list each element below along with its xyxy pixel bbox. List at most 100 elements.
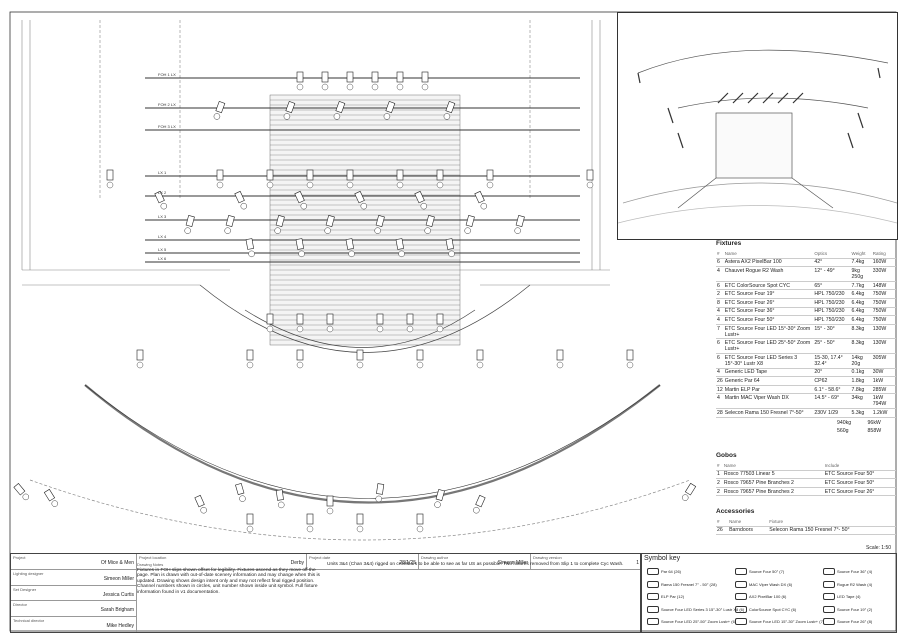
- fixture-cell: 305W: [871, 353, 896, 369]
- fixture-cell: 8: [716, 298, 724, 308]
- lighting-fixture: [266, 169, 274, 189]
- title-block: Project Of Mice & Men Project location D…: [10, 553, 642, 633]
- lighting-fixture: [224, 215, 235, 234]
- lighting-fixture: [416, 513, 424, 533]
- fixture-cell: 9kg 250g: [850, 266, 872, 282]
- gobo-cell: ETC Source Four 26°: [823, 487, 896, 497]
- symbol-key-item: Source Four 26° (8): [823, 618, 872, 625]
- lighting-fixture: [294, 190, 308, 210]
- date-cell: Project date 28/1/25: [307, 554, 419, 570]
- fixture-symbol-icon: [647, 593, 659, 600]
- symbol-key-item: ColorSource Spot CYC (6): [735, 605, 797, 613]
- lighting-fixture: [321, 71, 329, 91]
- gobo-cell: Rosco 79657 Pine Branches 2: [722, 478, 824, 488]
- lighting-fixture: [434, 489, 445, 508]
- fixture-cell: Chauvet Rogue R2 Wash: [723, 266, 814, 282]
- accessory-header: Name: [728, 518, 769, 527]
- fixture-cell: 6.4kg: [850, 298, 872, 308]
- lighting-fixture: [371, 71, 379, 91]
- fixture-cell: 5.3kg: [850, 408, 872, 418]
- gobo-cell: 2: [716, 487, 723, 497]
- fixture-cell: Astera AX2 PixelBar 100: [723, 258, 814, 268]
- symbol-key-label: ColorSource Spot CYC (6): [749, 606, 797, 612]
- lighting-fixture: [194, 494, 207, 514]
- lighting-fixture: [234, 190, 248, 210]
- symbol-key-item: Source Four 36° (4): [823, 568, 872, 575]
- symbol-key-item: Par 64 (26): [647, 568, 681, 575]
- fixture-cell: 160W: [871, 258, 896, 268]
- lighting-fixture: [235, 483, 246, 502]
- symbol-key-item: Source Four 50° (7): [735, 568, 784, 575]
- fixture-total-cell: 96kW: [867, 420, 881, 427]
- lighting-fixture: [326, 313, 334, 333]
- set-designer-cell: Set Designer Jessica Curtis: [11, 585, 137, 601]
- fixture-header: Optics: [813, 250, 851, 259]
- fixture-header: Weight: [850, 250, 872, 259]
- fixture-header: Name: [723, 250, 814, 259]
- lighting-fixture: [414, 190, 428, 210]
- lighting-fixture: [184, 215, 195, 234]
- fixture-cell: 230V 1/29: [813, 408, 851, 418]
- fixture-symbol-icon: [735, 618, 747, 625]
- lighting-fixture: [626, 349, 634, 369]
- fixture-symbol-icon: [647, 580, 659, 588]
- fixture-cell: 6: [716, 338, 724, 354]
- accessories-title: Accessories: [716, 508, 755, 515]
- fixture-symbol-icon: [735, 605, 747, 613]
- fixture-cell: 26: [716, 376, 724, 386]
- symbol-key-label: Rama 150 Fresnel 7° - 50° (28): [661, 581, 717, 587]
- fixture-symbol-icon: [735, 593, 747, 600]
- fixture-cell: 4: [716, 315, 724, 325]
- lighting-fixture: [514, 215, 525, 234]
- lighting-fixture: [13, 483, 29, 501]
- lighting-fixture: [421, 71, 429, 91]
- lighting-fixture: [136, 349, 144, 369]
- lighting-fixture: [266, 313, 274, 333]
- lighting-fixture: [436, 313, 444, 333]
- symbol-key-item: Source Four LED 25°-50° Zoom Lustr+ (6): [647, 618, 736, 625]
- pipe-label: LX 3: [158, 214, 167, 219]
- symbol-key-label: Source Four 19° (2): [837, 606, 873, 612]
- fixture-cell: 8.3kg: [850, 338, 872, 354]
- fixture-symbol-icon: [735, 580, 747, 588]
- symbol-key-label: Source Four 26° (8): [837, 619, 873, 624]
- fixture-symbol-icon: [647, 568, 659, 575]
- fixture-symbol-icon: [647, 618, 659, 625]
- symbol-key-item: AX2 PixelBar 100 (6): [735, 593, 786, 600]
- fixture-cell: 1.2kW: [871, 408, 896, 418]
- fixture-cell: 1kW: [871, 376, 896, 386]
- fixture-cell: 7.8kg: [850, 385, 872, 395]
- pipe-label: FOH 3 LX: [158, 124, 176, 129]
- lighting-fixture: [296, 71, 304, 91]
- lighting-fixture: [486, 169, 494, 189]
- lighting-fixture: [473, 494, 486, 514]
- fixture-cell: ETC Source Four 36°: [723, 307, 814, 317]
- fixture-cell: ETC Source Four 50°: [723, 315, 814, 325]
- fixture-cell: 7: [716, 324, 724, 340]
- lighting-fixture: [682, 482, 697, 501]
- fixture-cell: 14kg 20g: [850, 353, 872, 369]
- lighting-fixture: [296, 349, 304, 369]
- fixture-cell: 330W: [871, 266, 896, 282]
- fixture-cell: 20°: [813, 368, 851, 378]
- fixture-cell: 14.5° - 69°: [813, 393, 851, 409]
- symbol-key-label: Par 64 (26): [661, 569, 682, 574]
- lighting-fixture: [346, 169, 354, 189]
- symbol-key-label: Source Four LED Series 3 15°-30° Lustr X…: [661, 606, 745, 612]
- fixture-symbol-icon: [823, 605, 835, 613]
- drawing-author: Simeon Miller: [497, 560, 528, 566]
- fixture-cell: 130W: [871, 338, 896, 354]
- gobo-cell: ETC Source Four 50°: [823, 478, 896, 488]
- drawing-notes: Drawing Notes Fixtures in FOH slips show…: [137, 562, 320, 595]
